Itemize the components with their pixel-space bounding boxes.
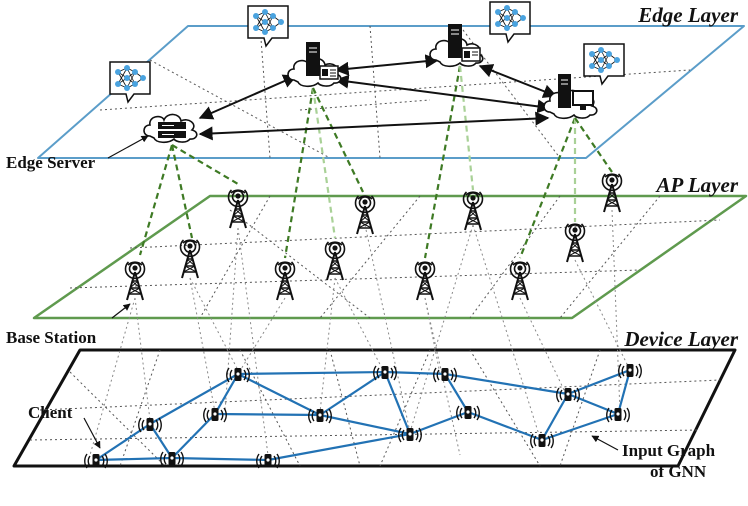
edge-server-links bbox=[198, 54, 558, 141]
ap-device-links bbox=[89, 209, 631, 456]
edge-server-4 bbox=[543, 74, 598, 120]
device-layer-plane bbox=[12, 348, 737, 468]
ap-layer-title: AP Layer bbox=[655, 173, 739, 197]
input-graph-label-line2: of GNN bbox=[650, 462, 707, 481]
edge-layer-title: Edge Layer bbox=[637, 3, 739, 27]
edge-server-1 bbox=[143, 113, 198, 144]
input-graph-label-line1: Input Graph bbox=[622, 441, 716, 460]
tower-icon bbox=[601, 173, 623, 213]
ap-layer-plane bbox=[32, 194, 748, 320]
base-station-label: Base Station bbox=[6, 328, 97, 347]
device-layer-title: Device Layer bbox=[623, 327, 739, 351]
gnn-graph-edges bbox=[95, 368, 632, 462]
client-label: Client bbox=[28, 403, 73, 422]
annotation-arrows bbox=[83, 135, 619, 451]
edge-server-3 bbox=[429, 24, 484, 68]
edge-server-2 bbox=[287, 42, 342, 88]
edge-server-label: Edge Server bbox=[6, 153, 96, 172]
